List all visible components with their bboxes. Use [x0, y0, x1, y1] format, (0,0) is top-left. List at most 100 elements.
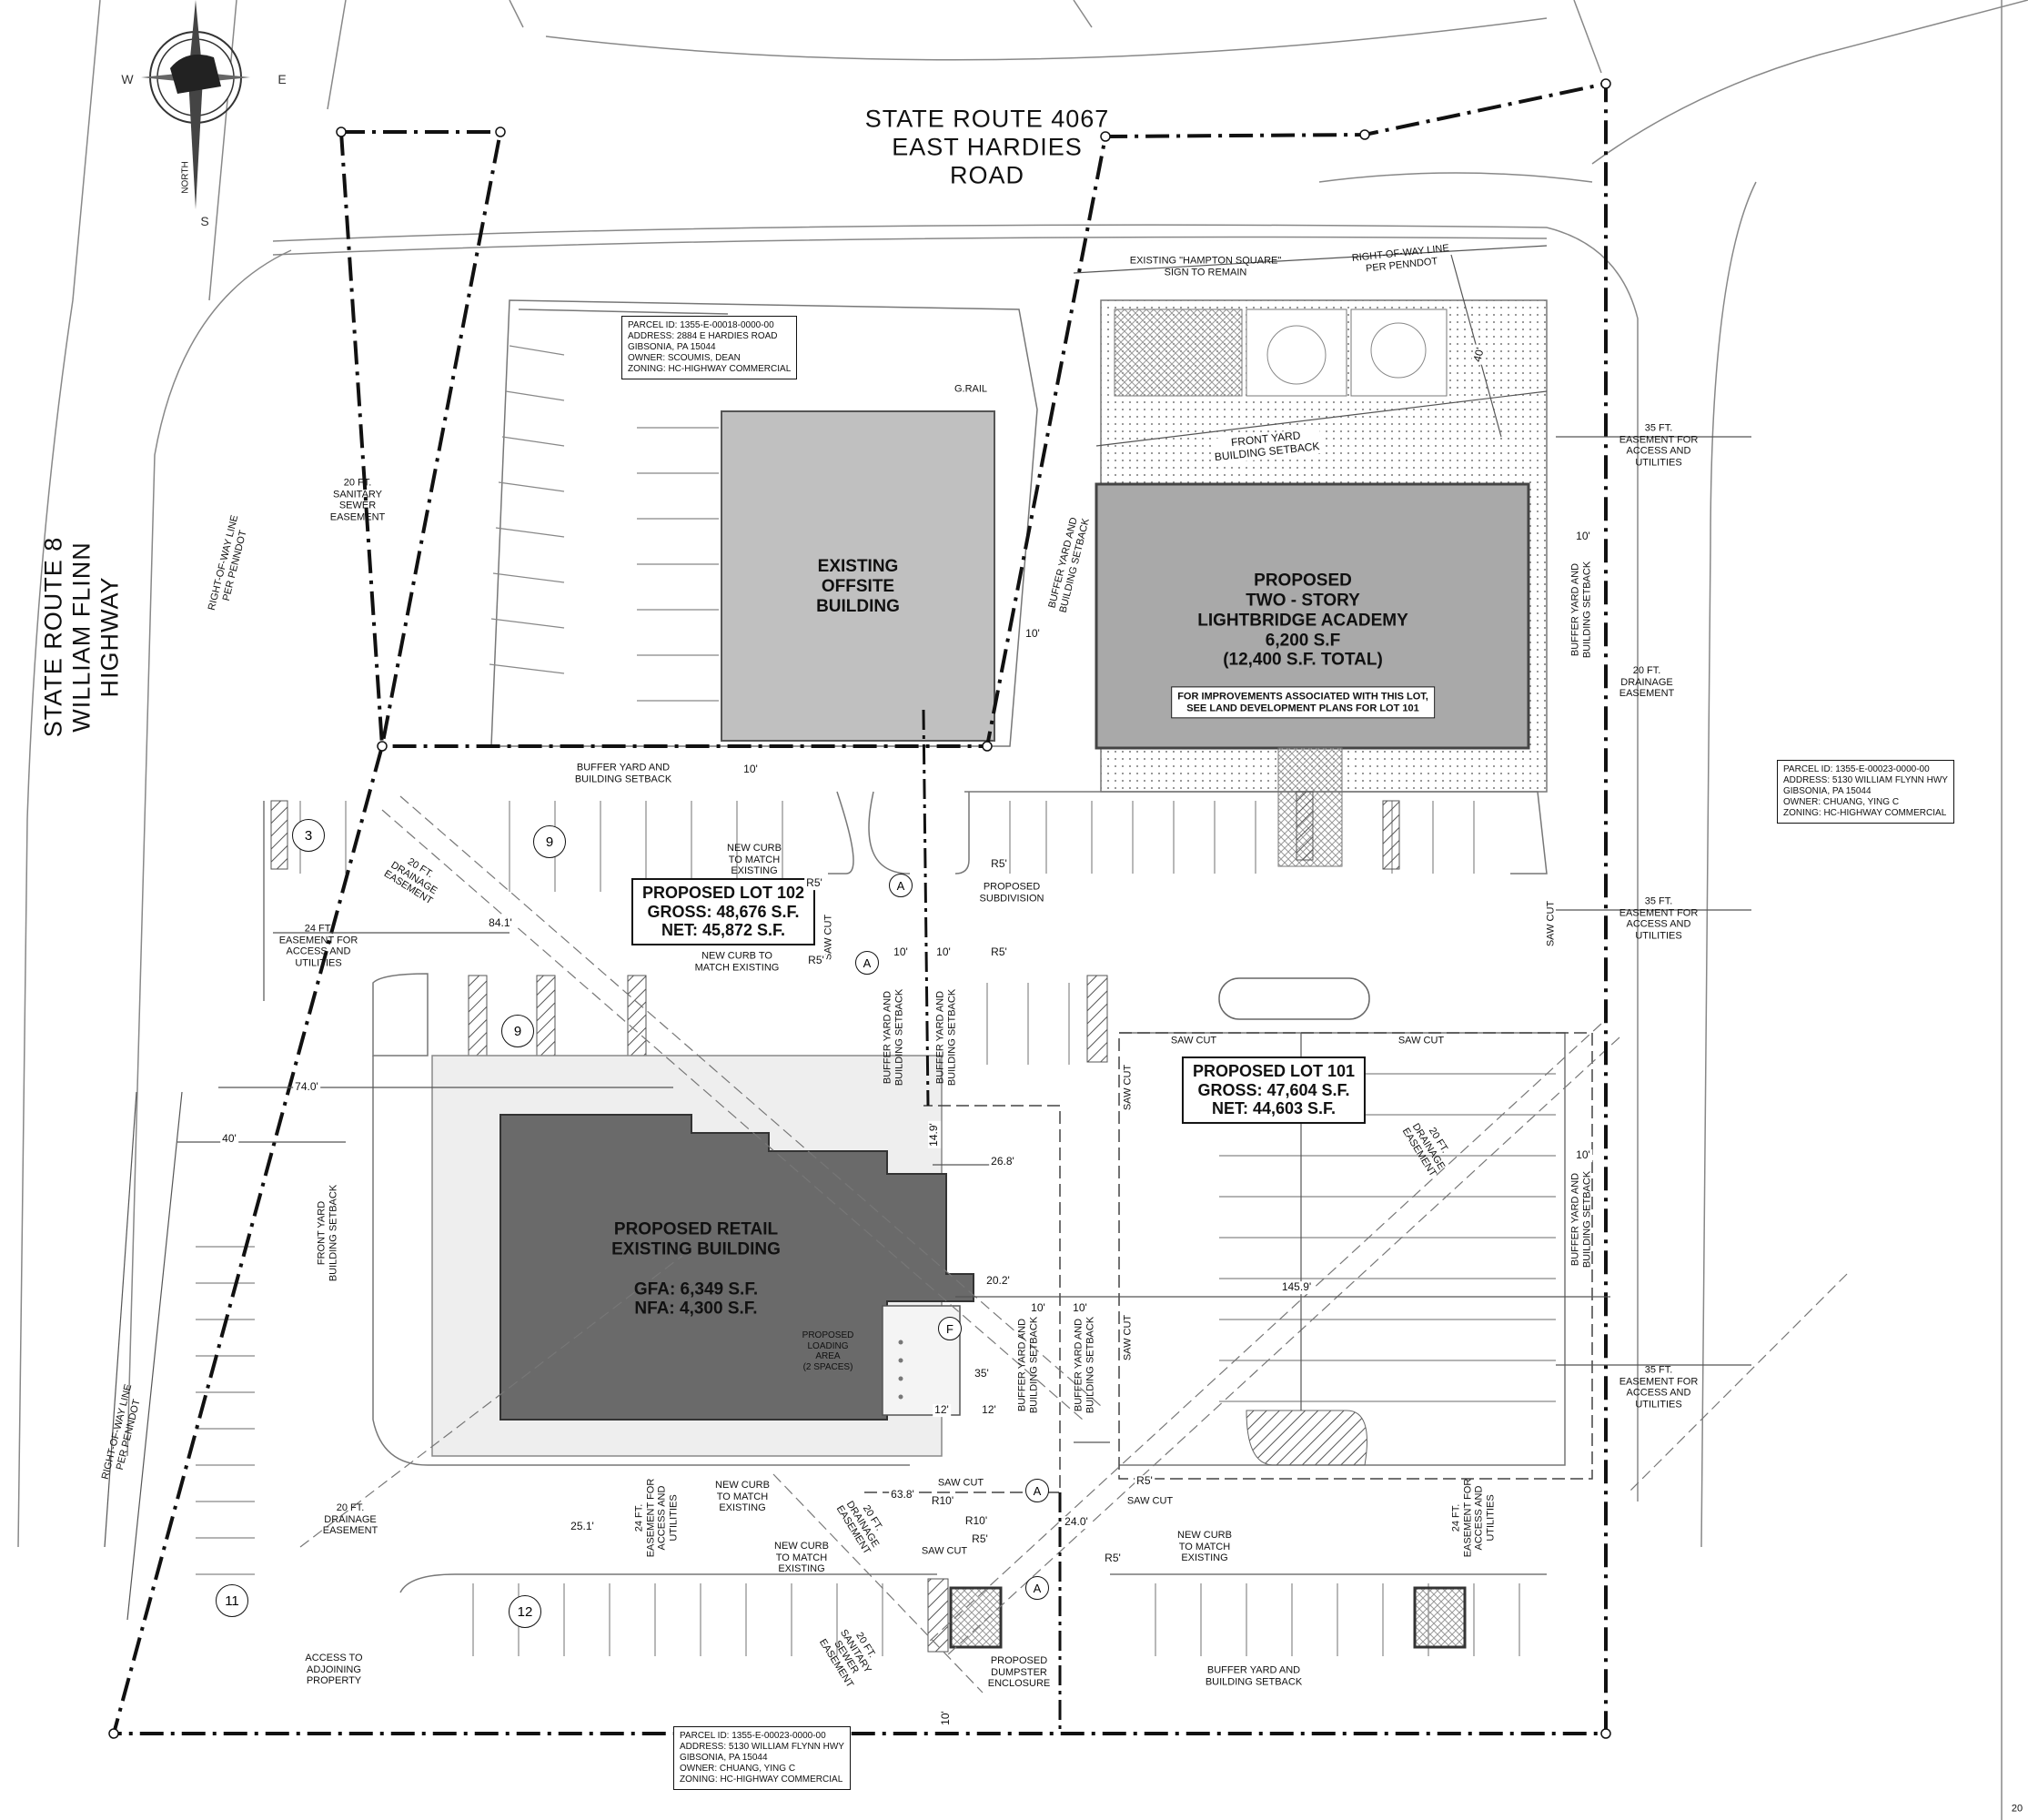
saw-cut-4: SAW CUT	[1397, 1035, 1445, 1046]
saw-cut-7: SAW CUT	[937, 1477, 984, 1489]
dumpster-enclosure	[949, 1586, 1003, 1649]
new-curb-note-3: NEW CURB TO MATCH EXISTING	[715, 1480, 770, 1514]
play-area-3	[1350, 308, 1448, 397]
saw-cut-5: SAW CUT	[1122, 1064, 1134, 1111]
buffer-yard-east-2: BUFFER YARD AND BUILDING SETBACK	[1569, 1170, 1592, 1269]
sheet-number-fragment: 20	[2011, 1803, 2023, 1815]
new-curb-note-4: NEW CURB TO MATCH EXISTING	[774, 1541, 829, 1575]
parking-count-12: 12	[509, 1595, 541, 1628]
road-linework	[17, 0, 2028, 1820]
loading-area-label: PROPOSED LOADING AREA (2 SPACES)	[802, 1330, 854, 1372]
radius-r5-7: R5'	[1103, 1552, 1123, 1565]
radius-r5-6: R5'	[970, 1532, 990, 1546]
buffer-yard-south: BUFFER YARD AND BUILDING SETBACK	[1205, 1664, 1303, 1687]
subdivision-line	[922, 709, 930, 1107]
easement-lines	[299, 795, 1848, 1694]
dim-10-dumpster-2: 10'	[1071, 1301, 1089, 1315]
buffer-yard-east-1: BUFFER YARD AND BUILDING SETBACK	[1569, 561, 1592, 659]
boundary-corners	[108, 78, 1611, 1739]
dim-24: 24.0'	[1063, 1515, 1090, 1529]
parking-count-11: 11	[216, 1584, 248, 1617]
dim-20: 20.2'	[984, 1274, 1012, 1288]
offsite-lot	[490, 299, 1038, 747]
retail-building-label: PROPOSED RETAIL EXISTING BUILDING GFA: 6…	[611, 1219, 781, 1319]
access-easement-5: 24 FT. EASEMENT FOR ACCESS AND UTILITIES	[633, 1478, 680, 1558]
compass-south: S	[200, 214, 209, 228]
north-arrow-graphic	[141, 0, 250, 209]
west-road-label: STATE ROUTE 8 WILLIAM FLINN HIGHWAY	[39, 536, 124, 738]
fire-marker: F	[938, 1317, 962, 1340]
saw-cut-8: SAW CUT	[1126, 1495, 1174, 1507]
property-boundary	[111, 81, 1608, 1735]
sanitary-easement-north: 20 FT. SANITARY SEWER EASEMENT	[329, 477, 386, 523]
access-marker-4: A	[1025, 1576, 1049, 1600]
saw-cut-2: SAW CUT	[1545, 900, 1557, 947]
lot-102-limit	[864, 1105, 1061, 1493]
access-marker-2: A	[855, 951, 879, 975]
parking-count-9-south: 9	[501, 1015, 534, 1047]
radius-r5-3: R5'	[806, 954, 826, 967]
dim-10-south: 10'	[939, 1709, 953, 1727]
play-structure-2	[1370, 322, 1427, 379]
buffer-yard-offsite: BUFFER YARD AND BUILDING SETBACK	[1046, 516, 1092, 614]
loading-dots	[898, 1340, 903, 1400]
parking-count-3: 3	[292, 819, 325, 852]
sanitary-easement-south: 20 FT. SANITARY SEWER EASEMENT	[817, 1627, 878, 1690]
dim-10-east-1: 10'	[1574, 530, 1592, 543]
dim-74: 74.0'	[293, 1080, 320, 1094]
play-area-2	[1246, 308, 1347, 397]
radius-r5-5: R5'	[1135, 1474, 1155, 1488]
front-yard-setback-west: FRONT YARD BUILDING SETBACK	[316, 1184, 338, 1282]
buffer-yard-dumpster-1: BUFFER YARD AND BUILDING SETBACK	[1016, 1316, 1039, 1414]
access-adjoining-label: ACCESS TO ADJOINING PROPERTY	[305, 1653, 363, 1687]
row-line-north: RIGHT-OF-WAY LINE PER PENNDOT	[1351, 242, 1450, 275]
dim-10-lot102: 10'	[892, 945, 910, 959]
dumpster-enclosure-2	[1413, 1586, 1467, 1649]
compass-east: E	[277, 72, 287, 86]
island-top	[1218, 977, 1370, 1020]
lot-101-label: PROPOSED LOT 101 GROSS: 47,604 S.F. NET:…	[1181, 1056, 1367, 1125]
dim-35: 35'	[973, 1367, 991, 1380]
new-curb-note-2: NEW CURB TO MATCH EXISTING	[694, 950, 780, 973]
offsite-building-label: EXISTING OFFSITE BUILDING	[816, 557, 900, 616]
dim-63: 63.8'	[889, 1488, 916, 1502]
parking-count-9-north: 9	[533, 825, 566, 858]
radius-r10-1: R10'	[929, 1494, 956, 1508]
dim-12-right: 12'	[980, 1403, 998, 1417]
row-line-west-2: RIGHT-OF-WAY LINE PER PENNDOT	[99, 1382, 143, 1481]
drainage-easement-1: 20 FT. DRAINAGE EASEMENT	[381, 855, 439, 907]
radius-r10-2: R10'	[963, 1514, 990, 1528]
access-easement-1: 35 FT. EASEMENT FOR ACCESS AND UTILITIES	[1619, 422, 1699, 469]
dim-40-west: 40'	[220, 1132, 238, 1146]
access-easement-3: 35 FT. EASEMENT FOR ACCESS AND UTILITIES	[1619, 1364, 1699, 1410]
dim-10-dumpster-1: 10'	[1029, 1301, 1047, 1315]
hampton-sign-note: EXISTING "HAMPTON SQUARE" SIGN TO REMAIN	[1129, 255, 1282, 278]
proposed-subdivision-note: PROPOSED SUBDIVISION	[979, 881, 1044, 904]
dim-40-north: 40'	[1470, 344, 1488, 366]
buffer-yard-dumpster-2: BUFFER YARD AND BUILDING SETBACK	[1073, 1316, 1095, 1414]
access-easement-2: 35 FT. EASEMENT FOR ACCESS AND UTILITIES	[1619, 895, 1699, 942]
radius-r5-2: R5'	[989, 857, 1009, 871]
lot-101-limit	[1118, 1032, 1593, 1480]
access-easement-6: 24 FT. EASEMENT FOR ACCESS AND UTILITIES	[1450, 1478, 1497, 1558]
front-yard-setback-north: FRONT YARD BUILDING SETBACK	[1210, 428, 1323, 464]
access-easement-4: 24 FT. EASEMENT FOR ACCESS AND UTILITIES	[278, 923, 358, 969]
radius-r5-1: R5'	[804, 876, 824, 890]
buffer-yard-lot101: BUFFER YARD AND BUILDING SETBACK	[934, 988, 957, 1087]
hatched-islands	[270, 791, 1400, 1653]
dim-10-north: 10'	[742, 763, 760, 776]
play-area-1	[1114, 308, 1243, 397]
north-road-label: STATE ROUTE 4067 EAST HARDIES ROAD	[864, 105, 1110, 189]
guard-rail-label: G.RAIL	[953, 383, 988, 395]
dim-10-offsite: 10'	[1024, 627, 1042, 641]
play-structure-1	[1266, 325, 1327, 385]
buffer-yard-north: BUFFER YARD AND BUILDING SETBACK	[574, 762, 672, 784]
drainage-easement-4: 20 FT. DRAINAGE EASEMENT	[322, 1502, 378, 1537]
academy-note: FOR IMPROVEMENTS ASSOCIATED WITH THIS LO…	[1171, 686, 1435, 719]
dim-26: 26.8'	[989, 1155, 1016, 1168]
buffer-yard-lot102: BUFFER YARD AND BUILDING SETBACK	[882, 988, 904, 1087]
new-curb-note-1: NEW CURB TO MATCH EXISTING	[727, 843, 782, 877]
